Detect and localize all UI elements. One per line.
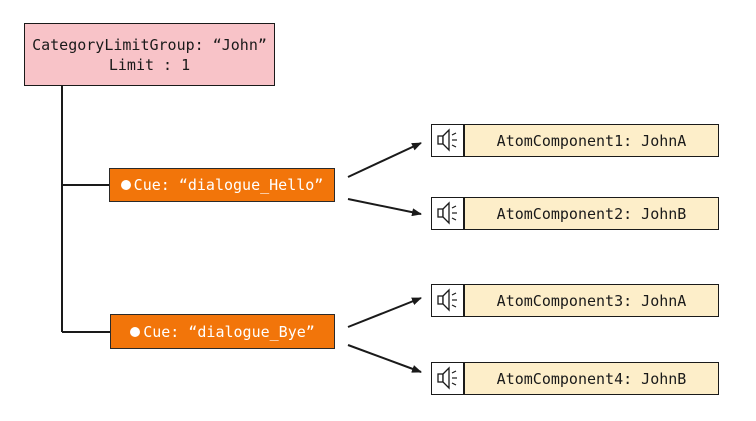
speaker-icon (431, 362, 464, 395)
speaker-icon (431, 124, 464, 157)
cue-label: Cue: “dialogue_Bye” (143, 322, 315, 341)
category-limit-group-box: CategoryLimitGroup: “John” Limit : 1 (24, 23, 275, 86)
atom-component-label: AtomComponent2: JohnB (496, 204, 687, 223)
cue-box-dialogue-bye: Cue: “dialogue_Bye” (110, 314, 335, 349)
arrow-hello-to-atom2 (347, 198, 422, 217)
category-group-limit: Limit : 1 (108, 55, 191, 74)
cue-box-dialogue-hello: Cue: “dialogue_Hello” (109, 168, 335, 202)
speaker-icon (431, 284, 464, 317)
cue-bullet-icon (120, 180, 131, 190)
atom-component-label: AtomComponent3: JohnA (496, 291, 687, 310)
arrow-hello-to-atom1 (347, 142, 422, 178)
speaker-icon (431, 197, 464, 230)
cue-label: Cue: “dialogue_Hello” (133, 176, 324, 194)
arrow-bye-to-atom3 (347, 297, 422, 328)
atom-component-label: AtomComponent1: JohnA (496, 131, 687, 150)
atom-component-box-1: AtomComponent1: JohnA (464, 124, 719, 157)
atom-component-label: AtomComponent4: JohnB (496, 369, 687, 388)
cue-bullet-icon (130, 326, 141, 337)
atom-component-box-2: AtomComponent2: JohnB (464, 197, 719, 230)
atom-component-box-4: AtomComponent4: JohnB (464, 362, 719, 395)
category-group-name: CategoryLimitGroup: “John” (32, 35, 267, 54)
arrow-bye-to-atom4 (347, 344, 422, 373)
atom-component-box-3: AtomComponent3: JohnA (464, 284, 719, 317)
